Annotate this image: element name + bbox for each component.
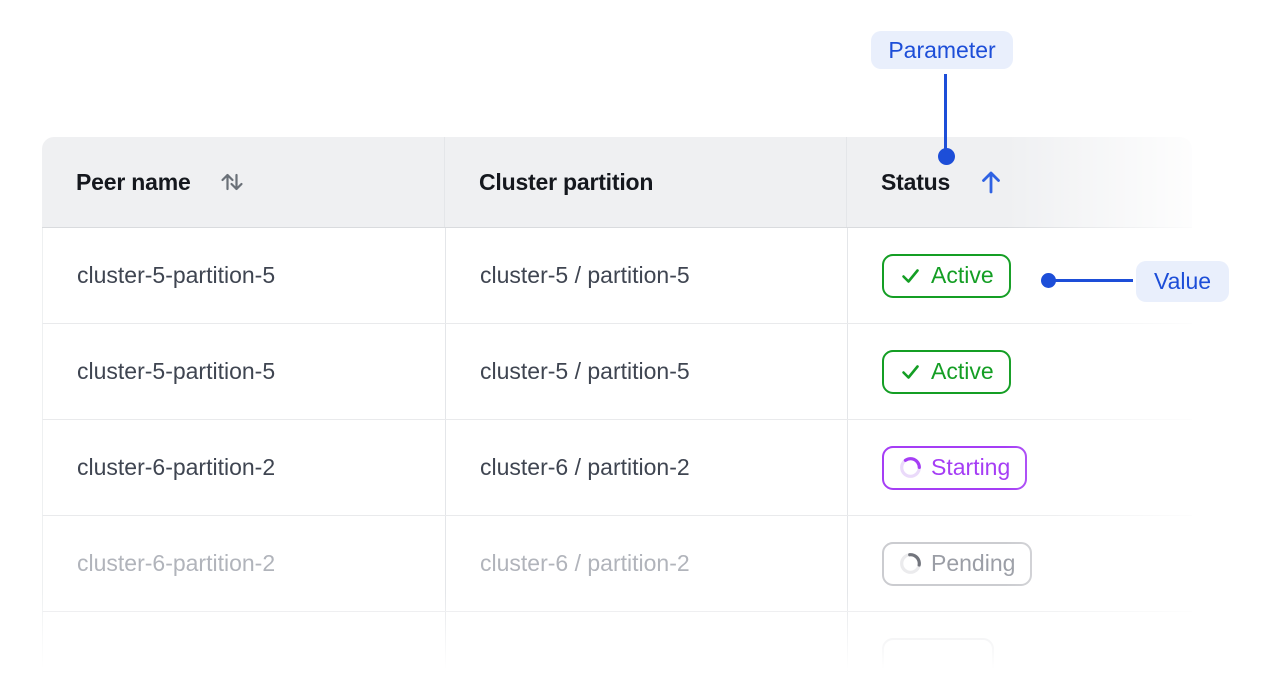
cell-cluster-partition: cluster-6 / partition-2 — [446, 516, 848, 611]
cell-peer-name — [43, 612, 446, 688]
column-header-cluster-partition[interactable]: Cluster partition — [445, 137, 847, 227]
column-header-peer-name[interactable]: Peer name — [42, 137, 445, 227]
table-row[interactable]: cluster-5-partition-5 cluster-5 / partit… — [42, 324, 1192, 420]
cell-cluster-partition: cluster-6 / partition-2 — [446, 420, 848, 515]
table-body: cluster-5-partition-5 cluster-5 / partit… — [42, 228, 1192, 688]
table-row[interactable]: cluster-6-partition-2 cluster-6 / partit… — [42, 516, 1192, 612]
table-row[interactable] — [42, 612, 1192, 688]
arrow-up-icon[interactable] — [980, 168, 1002, 196]
spinner-icon — [900, 457, 921, 478]
cell-cluster-partition: cluster-5 / partition-5 — [446, 324, 848, 419]
cell-peer-name: cluster-5-partition-5 — [43, 228, 446, 323]
cell-cluster-partition: cluster-5 / partition-5 — [446, 228, 848, 323]
annotation-value-label: Value — [1153, 268, 1212, 294]
sort-both-icon[interactable] — [217, 167, 247, 197]
column-header-label: Status — [881, 168, 951, 195]
spinner-icon — [900, 553, 921, 574]
cell-status: Active — [848, 228, 1192, 323]
cell-status: Pending — [848, 516, 1192, 611]
cell-status: Active — [848, 324, 1192, 419]
parameter-connector-dot — [938, 148, 955, 165]
status-badge: Pending — [882, 541, 1033, 586]
status-badge — [882, 637, 994, 682]
annotation-value-pill: Value — [1136, 261, 1229, 302]
cell-peer-name: cluster-6-partition-2 — [43, 516, 446, 611]
status-label: Starting — [931, 454, 1011, 480]
annotation-parameter-label: Parameter — [888, 36, 996, 63]
status-badge: Active — [882, 253, 1011, 298]
cell-status — [848, 612, 1192, 688]
check-icon — [902, 269, 919, 283]
column-header-status[interactable]: Status — [847, 137, 1192, 227]
column-header-label: Cluster partition — [479, 168, 654, 195]
status-label: Active — [931, 262, 994, 288]
parameter-connector-line — [944, 74, 947, 152]
status-badge: Active — [882, 349, 1011, 394]
cell-status: Starting — [848, 420, 1192, 515]
status-label: Pending — [931, 550, 1016, 576]
table-row[interactable]: cluster-6-partition-2 cluster-6 / partit… — [42, 420, 1192, 516]
table-header-row: Peer name Cluster partition Status — [42, 137, 1192, 228]
status-label: Active — [931, 358, 994, 384]
value-connector-line — [1053, 279, 1133, 282]
table-row[interactable]: cluster-5-partition-5 cluster-5 / partit… — [42, 228, 1192, 324]
status-badge: Starting — [882, 445, 1028, 490]
peers-table: Peer name Cluster partition Status — [42, 137, 1192, 688]
cell-peer-name: cluster-5-partition-5 — [43, 324, 446, 419]
column-header-label: Peer name — [76, 168, 191, 195]
check-icon — [902, 365, 919, 379]
cell-peer-name: cluster-6-partition-2 — [43, 420, 446, 515]
cell-cluster-partition — [446, 612, 848, 688]
annotation-parameter-pill: Parameter — [871, 31, 1013, 69]
